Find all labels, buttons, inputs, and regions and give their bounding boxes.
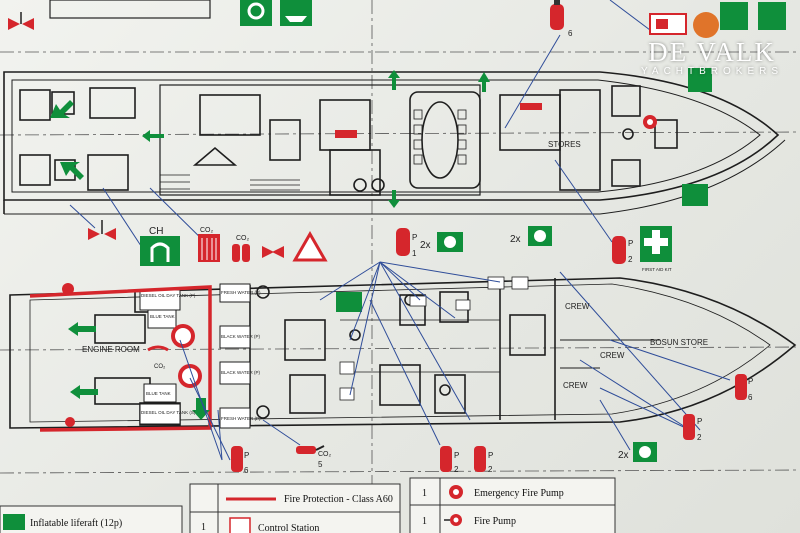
legend-emergency-pump: Emergency Fire Pump — [474, 488, 564, 499]
count-fa-n: 2 — [628, 255, 633, 264]
label-black-tank-1: BLACK WATER (P) — [221, 334, 261, 339]
brand-tagline: YACHTBROKERS — [640, 66, 784, 77]
count-mid-p2: P — [488, 451, 493, 460]
label-bosun-store: BOSUN STORE — [650, 338, 708, 347]
count-x2-b: 2x — [510, 234, 521, 245]
legend-fire-pump-qty: 1 — [422, 516, 427, 527]
label-stores: STORES — [548, 140, 581, 149]
control-station-symbol — [229, 517, 251, 533]
upper-deck — [3, 71, 786, 215]
middle-sign-row — [140, 226, 672, 266]
count-mid-p1: P — [454, 451, 459, 460]
label-blue-tank-2: BLUE TANK — [146, 391, 171, 396]
legend-control-station-qty: 1 — [201, 522, 206, 533]
count-er-p: P — [244, 451, 249, 460]
tank-column — [139, 283, 251, 429]
legend-liferaft: Inflatable liferaft (12p) — [30, 518, 122, 529]
label-co2-a: CO₂ — [200, 227, 214, 234]
legend-fire-protection: Fire Protection - Class A60 — [284, 494, 393, 505]
count-bow2-n: 2 — [697, 433, 702, 442]
top-safety-signs — [240, 0, 786, 206]
escape-arrows-upper — [50, 70, 490, 208]
label-crew-3: CREW — [563, 381, 588, 390]
legend-fire-pump: Fire Pump — [474, 516, 516, 527]
label-co2-b: CO₂ — [236, 235, 250, 242]
legend-table — [0, 477, 616, 533]
count-labels: 6 P 1 2x 2x 2x P 2 P 6 5 P 2 P 2 P 6 P 2 — [244, 29, 753, 475]
legend-text: Fire Protection - Class A60 1 Control St… — [30, 488, 564, 533]
lower-markers — [339, 276, 529, 401]
label-first-aid: FIRST AID KIT — [642, 267, 672, 272]
label-blue-tank: BLUE TANK — [150, 314, 175, 319]
label-ch: CH — [149, 226, 163, 237]
a60-boundary — [29, 285, 212, 432]
label-co2-d: CO₂ — [318, 451, 332, 458]
lower-signs — [231, 374, 747, 472]
count-bow-n: 6 — [748, 393, 753, 402]
count-ext-top: 6 — [568, 29, 573, 38]
label-fresh-top: FRESH WATER (P) — [221, 290, 261, 295]
count-ext-upper-n: 1 — [412, 249, 417, 258]
label-crew-2: CREW — [600, 351, 625, 360]
pump-symbols — [444, 485, 463, 526]
label-black-tank-2: BLACK WATER (P) — [221, 370, 261, 375]
count-bow-p: P — [748, 377, 753, 386]
label-engine-room: ENGINE ROOM — [82, 345, 140, 354]
plan-labels: STORES ENGINE ROOM CREW CREW CREW BOSUN … — [82, 140, 708, 458]
count-er-n: 6 — [244, 466, 249, 475]
label-crew-1: CREW — [565, 302, 590, 311]
lower-pointer-lines — [179, 261, 731, 461]
engine-room-red-items — [62, 283, 202, 427]
liferaft-icon — [3, 514, 25, 530]
count-ext-upper-p: P — [412, 233, 417, 242]
count-mid-n2: 2 — [488, 465, 493, 474]
count-co2: 5 — [318, 460, 323, 469]
valve-symbols — [8, 12, 116, 240]
label-diesel-bottom: DIESEL OIL DAY TANK (S) — [141, 410, 196, 415]
count-x2-a: 2x — [420, 240, 431, 251]
count-mid-n1: 2 — [454, 465, 459, 474]
brand-name: DE VALK — [648, 37, 776, 67]
label-co2-c: CO₂ — [154, 364, 166, 370]
upper-red-items — [335, 103, 657, 138]
legend-emergency-pump-qty: 1 — [422, 488, 427, 499]
extinguisher-top — [550, 0, 564, 30]
count-x2-c: 2x — [618, 450, 629, 461]
count-bow2-p: P — [697, 417, 702, 426]
count-fa-p: P — [628, 239, 633, 248]
legend-control-station: Control Station — [258, 523, 319, 533]
top-edge-box — [49, 0, 211, 19]
escape-arrows-lower — [68, 292, 362, 420]
label-diesel-top: DIESEL OIL DAY TANK (P) — [141, 293, 196, 298]
label-fresh-bottom: FRESH WATER (P) — [221, 416, 261, 421]
brand-watermark: DE VALK YACHTBROKERS — [632, 38, 792, 78]
